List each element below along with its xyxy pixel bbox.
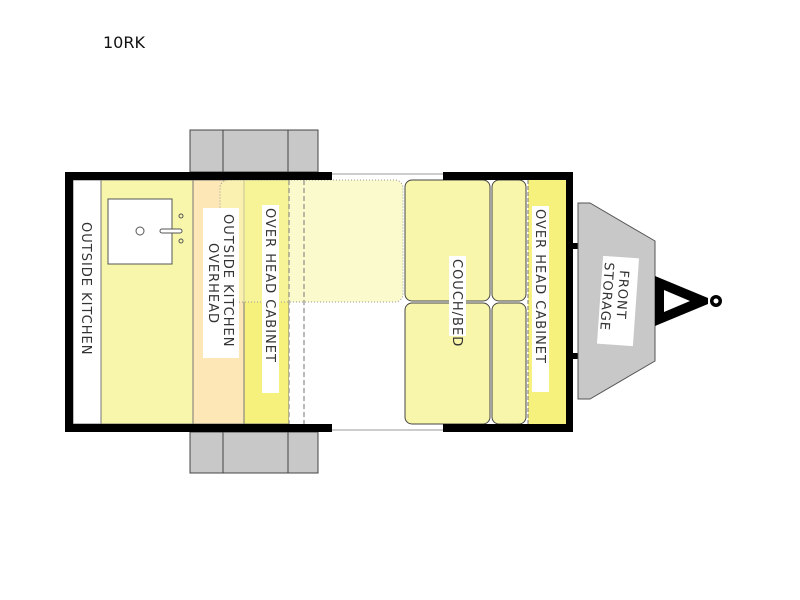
label-front-overhead-cabinet: OVER HEAD CABINET bbox=[532, 209, 547, 364]
label-rear-overhead-cabinet: OVER HEAD CABINET bbox=[262, 208, 277, 363]
table-area bbox=[219, 179, 404, 303]
floorplan-title: 10RK bbox=[103, 33, 145, 52]
label-outside-kitchen-overhead: OUTSIDE KITCHEN bbox=[220, 214, 235, 347]
hitch-icon bbox=[655, 276, 722, 326]
label-outside-kitchen: OUTSIDE KITCHEN bbox=[78, 222, 93, 355]
label-couch-bed: COUCH/BED bbox=[449, 259, 464, 347]
label-outside-kitchen-overhead-2: OVERHEAD bbox=[205, 243, 220, 324]
outside-kitchen-area bbox=[72, 179, 102, 425]
label-front-storage-2: STORAGE bbox=[596, 262, 616, 332]
label-front-storage: FRONT bbox=[613, 270, 631, 320]
walls bbox=[65, 172, 573, 432]
top-wheel-well bbox=[189, 129, 319, 173]
bottom-wheel-well bbox=[189, 431, 319, 474]
sink-icon bbox=[107, 198, 184, 265]
